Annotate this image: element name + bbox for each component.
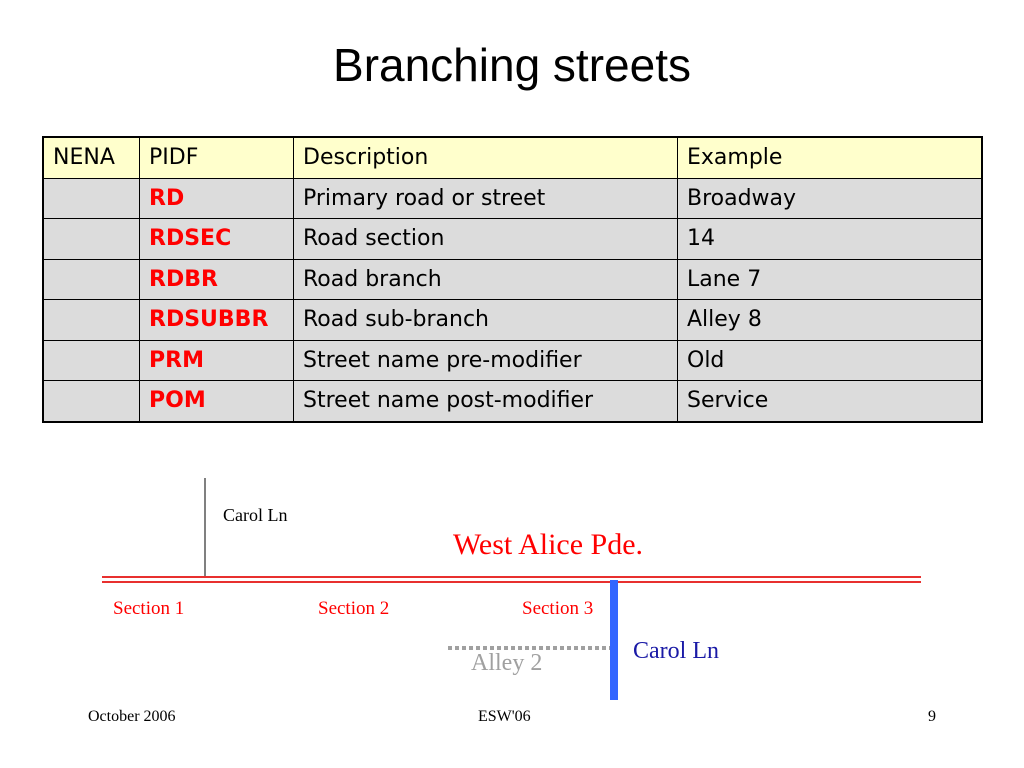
cell-description: Street name post-modifier <box>293 380 678 422</box>
table-row: RD Primary road or street Broadway <box>42 177 983 219</box>
alley-label: Alley 2 <box>471 650 543 676</box>
cell-example: Service <box>677 380 983 422</box>
cell-description: Road sub-branch <box>293 299 678 341</box>
cell-nena <box>42 299 140 341</box>
header-nena: NENA <box>42 136 140 179</box>
cell-example: Alley 8 <box>677 299 983 341</box>
cell-description: Street name pre-modifier <box>293 339 678 381</box>
table-row: RDSEC Road section 14 <box>42 218 983 260</box>
section-label: Section 3 <box>522 598 594 619</box>
footer-date: October 2006 <box>88 708 176 725</box>
table-row: POM Street name post-modifier Service <box>42 380 983 422</box>
cell-nena <box>42 339 140 381</box>
table-row: RDSUBBR Road sub-branch Alley 8 <box>42 299 983 341</box>
header-example: Example <box>677 136 983 179</box>
cell-pidf: RDBR <box>139 258 294 300</box>
cell-nena <box>42 218 140 260</box>
cell-example: Lane 7 <box>677 258 983 300</box>
header-description: Description <box>293 136 678 179</box>
table-row: PRM Street name pre-modifier Old <box>42 339 983 381</box>
cell-description: Primary road or street <box>293 177 678 219</box>
table-header-row: NENA PIDF Description Example <box>42 136 983 179</box>
cell-pidf: RDSUBBR <box>139 299 294 341</box>
top-street-label: Carol Ln <box>223 505 288 525</box>
cell-nena <box>42 177 140 219</box>
cell-pidf: PRM <box>139 339 294 381</box>
main-street-line <box>102 576 921 583</box>
table-row: RDBR Road branch Lane 7 <box>42 258 983 300</box>
cell-example: 14 <box>677 218 983 260</box>
cell-pidf: RD <box>139 177 294 219</box>
cell-nena <box>42 258 140 300</box>
cell-pidf: RDSEC <box>139 218 294 260</box>
location-elements-table: NENA PIDF Description Example RD Primary… <box>42 136 983 423</box>
main-street-label: West Alice Pde. <box>453 528 644 561</box>
section-label: Section 1 <box>113 598 185 619</box>
header-pidf: PIDF <box>139 136 294 179</box>
cell-example: Broadway <box>677 177 983 219</box>
cell-description: Road branch <box>293 258 678 300</box>
cell-description: Road section <box>293 218 678 260</box>
slide-title: Branching streets <box>333 39 691 91</box>
section-label: Section 2 <box>318 598 390 619</box>
footer-page-number: 9 <box>928 708 936 725</box>
branch-street-label: Carol Ln <box>633 638 719 664</box>
cell-pidf: POM <box>139 380 294 422</box>
cell-nena <box>42 380 140 422</box>
footer-conference: ESW'06 <box>478 708 531 725</box>
cell-example: Old <box>677 339 983 381</box>
